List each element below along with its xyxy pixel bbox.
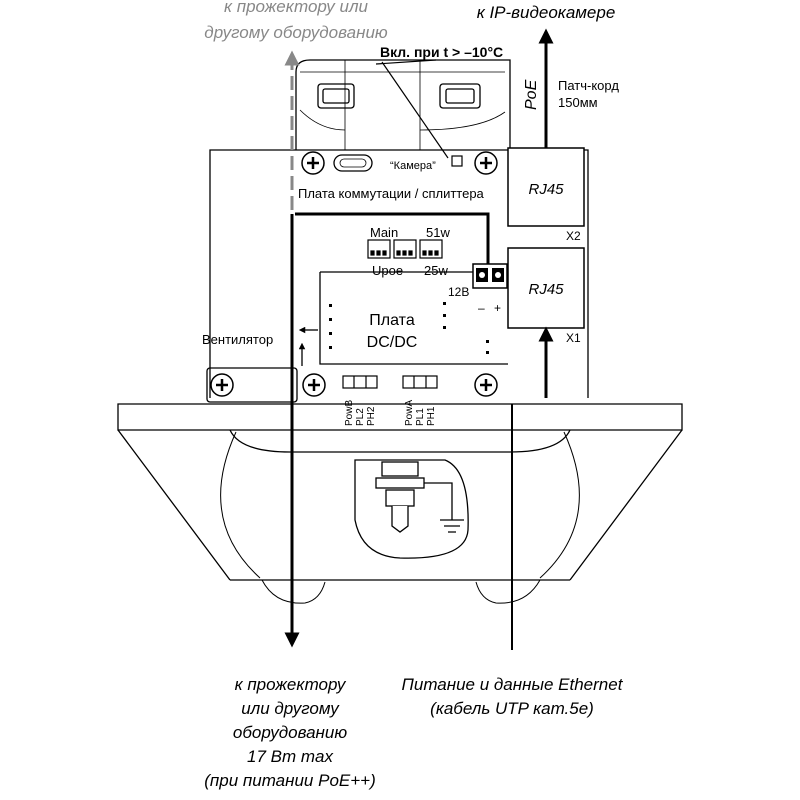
main-housing: [206, 149, 589, 403]
x2-label: X2: [566, 229, 581, 243]
bottom-right-line2: (кабель UTP кат.5е): [430, 699, 594, 718]
bottom-left-line3: оборудованию: [233, 723, 347, 742]
base-plate: [117, 403, 683, 604]
dcdc-line1: Плата: [369, 312, 415, 329]
powb-label: PowB: [344, 400, 355, 426]
bottom-left-line5: (при питании PoE++): [204, 771, 376, 790]
connectors-pow: [342, 375, 438, 389]
poe-label: PoE: [523, 79, 540, 110]
w25-label: 25w: [424, 263, 448, 278]
rj45-top-label: RJ45: [528, 181, 564, 198]
ph1-label: PH1: [426, 406, 437, 426]
fan-arrows: [298, 326, 318, 366]
camera-tag: “Камера”: [390, 160, 436, 172]
fan-label: Вентилятор: [202, 332, 273, 347]
top-left-line1: к прожектору или: [224, 0, 369, 16]
w51-label: 51w: [426, 225, 450, 240]
pl2-label: PL2: [355, 408, 366, 426]
dcdc-line2: DC/DC: [367, 334, 418, 351]
top-left-line2: другому оборудованию: [204, 23, 388, 42]
bottom-left-line2: или другому: [241, 699, 340, 718]
rj45-top: [507, 147, 585, 227]
terminal-block-12v: [472, 263, 508, 289]
switch-note-pointer: [375, 59, 449, 159]
minus-label: –: [478, 301, 485, 315]
bottom-left-line1: к прожектору: [235, 675, 347, 694]
plus-label: +: [494, 301, 501, 315]
jumper-blocks: [367, 239, 443, 259]
switch-note: Вкл. при t > –10°C: [380, 44, 503, 60]
cable-ethernet-input: [511, 326, 554, 650]
ground-bolt: [375, 461, 464, 533]
powa-label: PowA: [404, 400, 415, 426]
bottom-right-line1: Питание и данные Ethernet: [402, 675, 624, 694]
screw-icons: [210, 151, 498, 397]
x1-label: X1: [566, 331, 581, 345]
patch-cord-line1: Патч-корд: [558, 78, 619, 93]
board-title: Плата коммутации / сплиттера: [298, 186, 485, 201]
patch-cord-line2: 150мм: [558, 95, 598, 110]
pl1-label: PL1: [415, 408, 426, 426]
switch-board: [295, 154, 490, 272]
top-right-label: к IP-видеокамере: [477, 3, 616, 22]
main-label: Main: [370, 225, 398, 240]
bottom-left-line4: 17 Вт max: [247, 747, 333, 766]
top-bracket: [295, 59, 511, 150]
ph2-label: PH2: [366, 406, 377, 426]
upoe-label: Upoe: [372, 263, 403, 278]
rj45-bottom-label: RJ45: [528, 281, 564, 298]
v12-label: 12В: [448, 285, 469, 299]
